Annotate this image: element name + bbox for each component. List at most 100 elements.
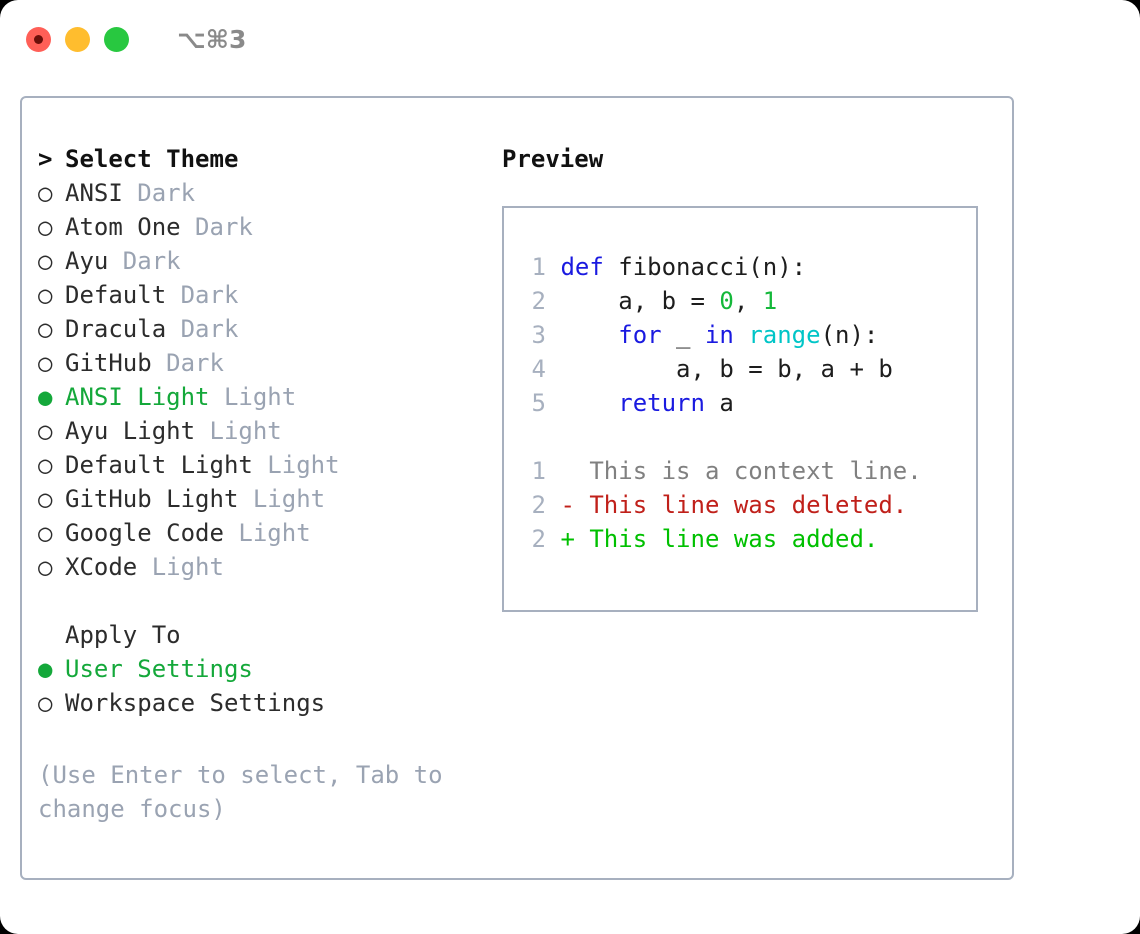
theme-option-label: GitHub — [65, 349, 167, 377]
preview-column: Preview 1 def fibonacci(n):2 a, b = 0, 1… — [502, 142, 998, 612]
diff-line: 2 - This line was deleted. — [522, 488, 976, 522]
theme-option-mode: Dark — [195, 213, 253, 241]
code-token: 0 — [719, 287, 734, 315]
radio-selected-icon[interactable]: ● — [38, 655, 53, 683]
theme-option[interactable]: ○Default Dark — [38, 278, 498, 312]
code-token: 1 — [762, 287, 778, 315]
line-number: 4 — [531, 355, 546, 383]
code-token — [560, 389, 618, 417]
radio-unselected-icon[interactable]: ○ — [38, 247, 53, 275]
zoom-button[interactable] — [104, 26, 129, 52]
radio-unselected-icon[interactable]: ○ — [38, 315, 53, 343]
close-button[interactable] — [26, 26, 51, 52]
diff-gutter-space — [546, 525, 560, 553]
theme-option[interactable]: ○ Ayu Dark — [38, 244, 498, 278]
theme-option[interactable]: ○ANSI Dark — [38, 176, 498, 210]
line-number: 1 — [531, 253, 546, 281]
code-token: (n): — [820, 321, 879, 349]
diff-line-number: 2 — [531, 491, 546, 519]
apply-to-option-label: Workspace Settings — [65, 689, 326, 717]
theme-option[interactable]: ○ GitHub Dark — [38, 346, 498, 380]
apply-to-option[interactable]: ● User Settings — [38, 652, 498, 686]
theme-list: ○ANSI Dark○Atom One Dark○Ayu Dark○Defaul… — [38, 176, 498, 584]
code-token: fibonacci(n): — [603, 253, 807, 281]
theme-option-mode: Dark — [180, 281, 239, 309]
keyboard-hint: (Use Enter to select, Tab to change focu… — [38, 761, 458, 823]
minimize-button[interactable] — [65, 26, 90, 52]
theme-option-mode: Light — [209, 417, 282, 445]
select-theme-header-label: Select Theme — [65, 145, 239, 173]
radio-unselected-icon[interactable]: ○ — [38, 179, 53, 207]
theme-option[interactable]: ○Google Code Light — [38, 516, 498, 550]
code-token: _ — [661, 321, 705, 349]
code-token: a, b = b, a + b — [560, 355, 893, 383]
theme-option-mode: Dark — [137, 179, 196, 207]
apply-to-header: Apply To — [38, 618, 498, 652]
diff-gutter-space — [546, 491, 560, 519]
apply-to-option-label: User Settings — [65, 655, 253, 683]
code-line: 1 def fibonacci(n): — [522, 250, 976, 284]
apply-to-list: ● User Settings ○ Workspace Settings — [38, 652, 498, 720]
code-token — [734, 321, 748, 349]
code-token: return — [618, 389, 705, 417]
theme-option[interactable]: ○Default Light Light — [38, 448, 498, 482]
theme-option[interactable]: ○ Ayu Light Light — [38, 414, 498, 448]
title-bar: ⌥⌘3 — [0, 0, 1140, 78]
theme-option-label: XCode — [65, 553, 152, 581]
theme-option-mode: Light — [252, 485, 326, 513]
theme-option-label: Ayu — [65, 247, 123, 275]
code-token — [560, 321, 618, 349]
focus-prompt-icon: > — [38, 145, 53, 173]
diff-line-text: This is a context line. — [560, 457, 922, 485]
theme-selector-column: >Select Theme ○ANSI Dark○Atom One Dark○A… — [38, 142, 498, 720]
radio-unselected-icon[interactable]: ○ — [38, 451, 53, 479]
keyboard-shortcut-label: ⌥⌘3 — [177, 24, 247, 54]
line-number: 2 — [531, 287, 546, 315]
code-token: def — [560, 253, 604, 281]
theme-option[interactable]: ○Dracula Dark — [38, 312, 498, 346]
theme-option[interactable]: ○ GitHub Light Light — [38, 482, 498, 516]
diff-line-text: - This line was deleted. — [560, 491, 908, 519]
theme-option-label: Ayu Light — [65, 417, 210, 445]
theme-option-label: Default Light — [65, 451, 268, 479]
diff-line-number: 1 — [531, 457, 546, 485]
radio-unselected-icon[interactable]: ○ — [38, 553, 53, 581]
radio-selected-icon[interactable]: ● — [38, 383, 53, 411]
apply-to-indent — [38, 618, 65, 652]
code-line: 5 return a — [522, 386, 976, 420]
theme-option-mode: Light — [151, 553, 224, 581]
code-line: 3 for _ in range(n): — [522, 318, 976, 352]
code-token: a — [704, 389, 734, 417]
theme-option-mode: Dark — [166, 349, 224, 377]
line-number: 3 — [531, 321, 546, 349]
diff-gutter-space — [546, 457, 560, 485]
theme-option-label: GitHub Light — [65, 485, 253, 513]
code-token: range — [748, 321, 821, 349]
radio-unselected-icon[interactable]: ○ — [38, 417, 53, 445]
preview-title: Preview — [502, 145, 604, 173]
code-diff-spacer — [522, 420, 976, 454]
theme-option-mode: Light — [223, 383, 297, 411]
radio-unselected-icon[interactable]: ○ — [38, 519, 53, 547]
code-token: in — [704, 321, 734, 349]
line-gutter-space — [546, 321, 560, 349]
code-line: 4 a, b = b, a + b — [522, 352, 976, 386]
diff-sample: 1 This is a context line. 2 - This line w… — [522, 454, 976, 556]
radio-unselected-icon[interactable]: ○ — [38, 281, 53, 309]
code-token: for — [618, 321, 662, 349]
radio-unselected-icon[interactable]: ○ — [38, 689, 53, 717]
theme-option-mode: Dark — [122, 247, 181, 275]
theme-option[interactable]: ●ANSI Light Light — [38, 380, 498, 414]
code-token: , — [733, 287, 763, 315]
radio-unselected-icon[interactable]: ○ — [38, 213, 53, 241]
line-gutter-space — [546, 287, 560, 315]
theme-option-mode: Light — [238, 519, 311, 547]
theme-option[interactable]: ○ XCode Light — [38, 550, 498, 584]
theme-option[interactable]: ○Atom One Dark — [38, 210, 498, 244]
line-gutter-space — [546, 253, 560, 281]
radio-unselected-icon[interactable]: ○ — [38, 349, 53, 377]
apply-to-option[interactable]: ○ Workspace Settings — [38, 686, 498, 720]
line-number: 5 — [531, 389, 546, 417]
radio-unselected-icon[interactable]: ○ — [38, 485, 53, 513]
